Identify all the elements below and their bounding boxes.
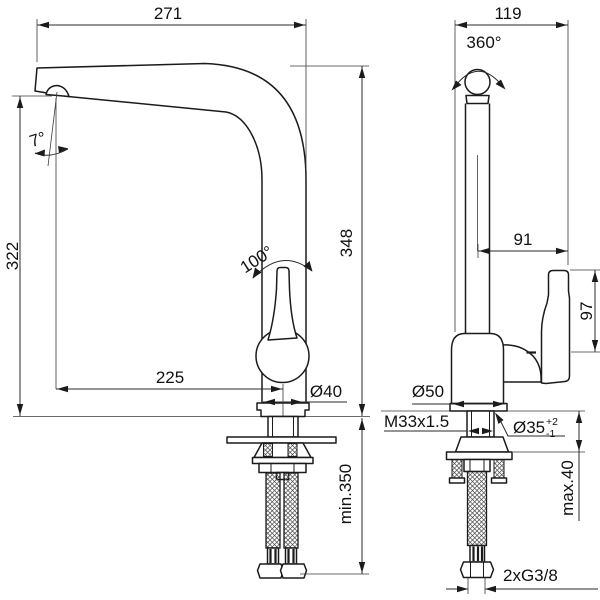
handle-boss (502, 344, 542, 383)
dim-handle-reach: 91 (477, 230, 568, 258)
dim-label-360deg: 360° (466, 33, 501, 52)
mounting-hardware-front (445, 410, 513, 484)
dim-label-271: 271 (154, 4, 182, 23)
dim-overall-depth: 119 (454, 4, 569, 332)
supply-hose-front (459, 470, 495, 579)
dim-label-max40: max.40 (558, 460, 577, 516)
lever-stick (267, 266, 298, 341)
dim-supply-connection: 2xG3/8 (446, 566, 598, 594)
dim-column-diameter: Ø40 (263, 382, 347, 406)
dim-label-348: 348 (337, 229, 356, 257)
dim-spout-angle: 7° (27, 91, 69, 167)
dim-label-119: 119 (494, 4, 521, 23)
dim-shank-thread: M33x1.5 (384, 412, 493, 435)
dim-label-d35: Ø35 (513, 418, 545, 437)
dim-label-m33: M33x1.5 (384, 412, 449, 431)
dim-label-225: 225 (156, 368, 184, 387)
dim-label-2xg38: 2xG3/8 (503, 566, 558, 585)
supply-hoses-side (256, 472, 308, 579)
dim-label-d40: Ø40 (310, 382, 342, 401)
dim-base-diameter: Ø50 (412, 382, 505, 408)
dim-handle-length: 97 (570, 269, 600, 353)
dim-label-322: 322 (3, 242, 22, 270)
dim-outlet-height: 322 (3, 95, 52, 416)
dim-min-clearance: min.350 (300, 418, 369, 575)
handle-lever (540, 269, 571, 385)
dim-outlet-reach: 225 (55, 98, 283, 393)
mounting-hardware-side (226, 415, 337, 481)
dim-label-d35-tol-upper: +2 (546, 416, 558, 428)
dim-label-d50: Ø50 (412, 382, 444, 401)
mixer-body (450, 332, 505, 405)
dim-label-97: 97 (577, 302, 596, 321)
side-view: 271 322 348 min.350 (3, 4, 370, 579)
dim-label-91: 91 (514, 230, 533, 249)
spout-collar (465, 94, 490, 105)
dim-label-d35-tol-lower: -1 (546, 428, 555, 440)
dim-label-min350: min.350 (336, 464, 355, 524)
spout-end-circle (464, 68, 491, 96)
aerator-outlet (45, 84, 70, 98)
dim-max-deck-thickness: max.40 (513, 411, 585, 521)
dim-total-height: 348 (290, 65, 369, 416)
dim-label-7deg: 7° (27, 128, 48, 151)
dim-spout-projection: 271 (36, 4, 307, 170)
dim-swivel-range: 360° (451, 33, 506, 91)
front-view: 119 360° 91 97 (381, 4, 600, 594)
dim-hole-diameter: Ø35 +2 -1 (495, 412, 565, 440)
